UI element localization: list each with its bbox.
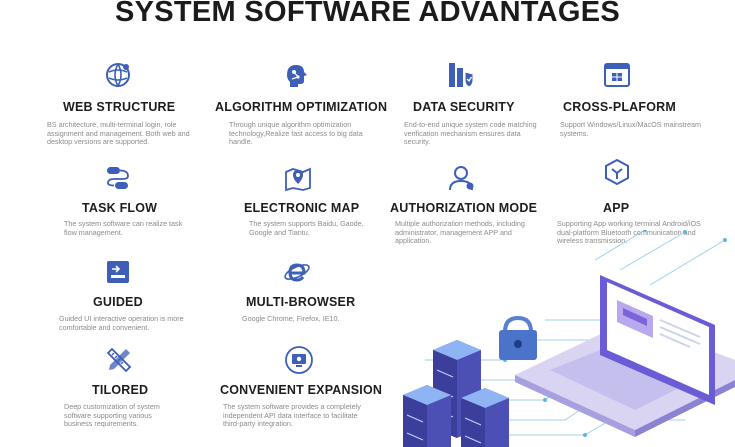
feature-description: The system software can realize task flo…: [64, 219, 183, 237]
user-icon: [446, 163, 476, 193]
feature-description: The system supports Baidu, Gaode, Google…: [249, 219, 364, 237]
feature-title: AUTHORIZATION MODE: [390, 201, 538, 215]
servers-laptop-illustration: [403, 230, 735, 447]
feature-title: ELECTRONIC MAP: [244, 201, 360, 215]
browser-e-icon: [282, 257, 312, 287]
hexagon-cube-icon: [602, 157, 632, 187]
feature-title: CROSS-PLAFORM: [563, 100, 677, 114]
brain-circuit-icon: [282, 60, 312, 90]
shield-building-icon: [446, 60, 476, 90]
monitor-gear-icon: [284, 345, 314, 375]
feature-title: DATA SECURITY: [413, 100, 515, 114]
feature-title: MULTI-BROWSER: [246, 295, 356, 309]
feature-description: End-to-end unique system code matching v…: [404, 120, 537, 147]
feature-description: Support Windows/Linux/MacOS mainstream s…: [560, 120, 702, 138]
map-pin-icon: [283, 163, 313, 193]
feature-description: Multiple authorization methods, includin…: [395, 219, 525, 246]
browser-window-icon: [602, 60, 632, 90]
feature-title: CONVENIENT EXPANSION: [220, 383, 383, 397]
feature-description: BS architecture, multi-terminal login, r…: [47, 120, 190, 147]
feature-title: APP: [603, 201, 630, 215]
feature-description: The system software provides a completel…: [223, 402, 361, 429]
feature-description: Supporting App working terminal Android/…: [557, 219, 701, 246]
feature-title: ALGORITHM OPTIMIZATION: [215, 100, 388, 114]
ruler-pencil-icon: [104, 345, 134, 375]
feature-title: TILORED: [92, 383, 149, 397]
feature-description: Through unique algorithm optimization te…: [229, 120, 363, 147]
feature-description: Deep customization of system software su…: [64, 402, 160, 429]
feature-title: TASK FLOW: [82, 201, 158, 215]
feature-title: WEB STRUCTURE: [63, 100, 176, 114]
guide-window-icon: [103, 257, 133, 287]
page-title: SYSTEM SOFTWARE ADVANTAGES: [114, 0, 621, 28]
feature-description: Guided UI interactive operation is more …: [59, 314, 184, 332]
globe-network-icon: [103, 60, 133, 90]
feature-description: Google Chrome, Firefox, IE10.: [242, 314, 340, 323]
task-flow-icon: [103, 163, 133, 193]
feature-title: GUIDED: [93, 295, 143, 309]
